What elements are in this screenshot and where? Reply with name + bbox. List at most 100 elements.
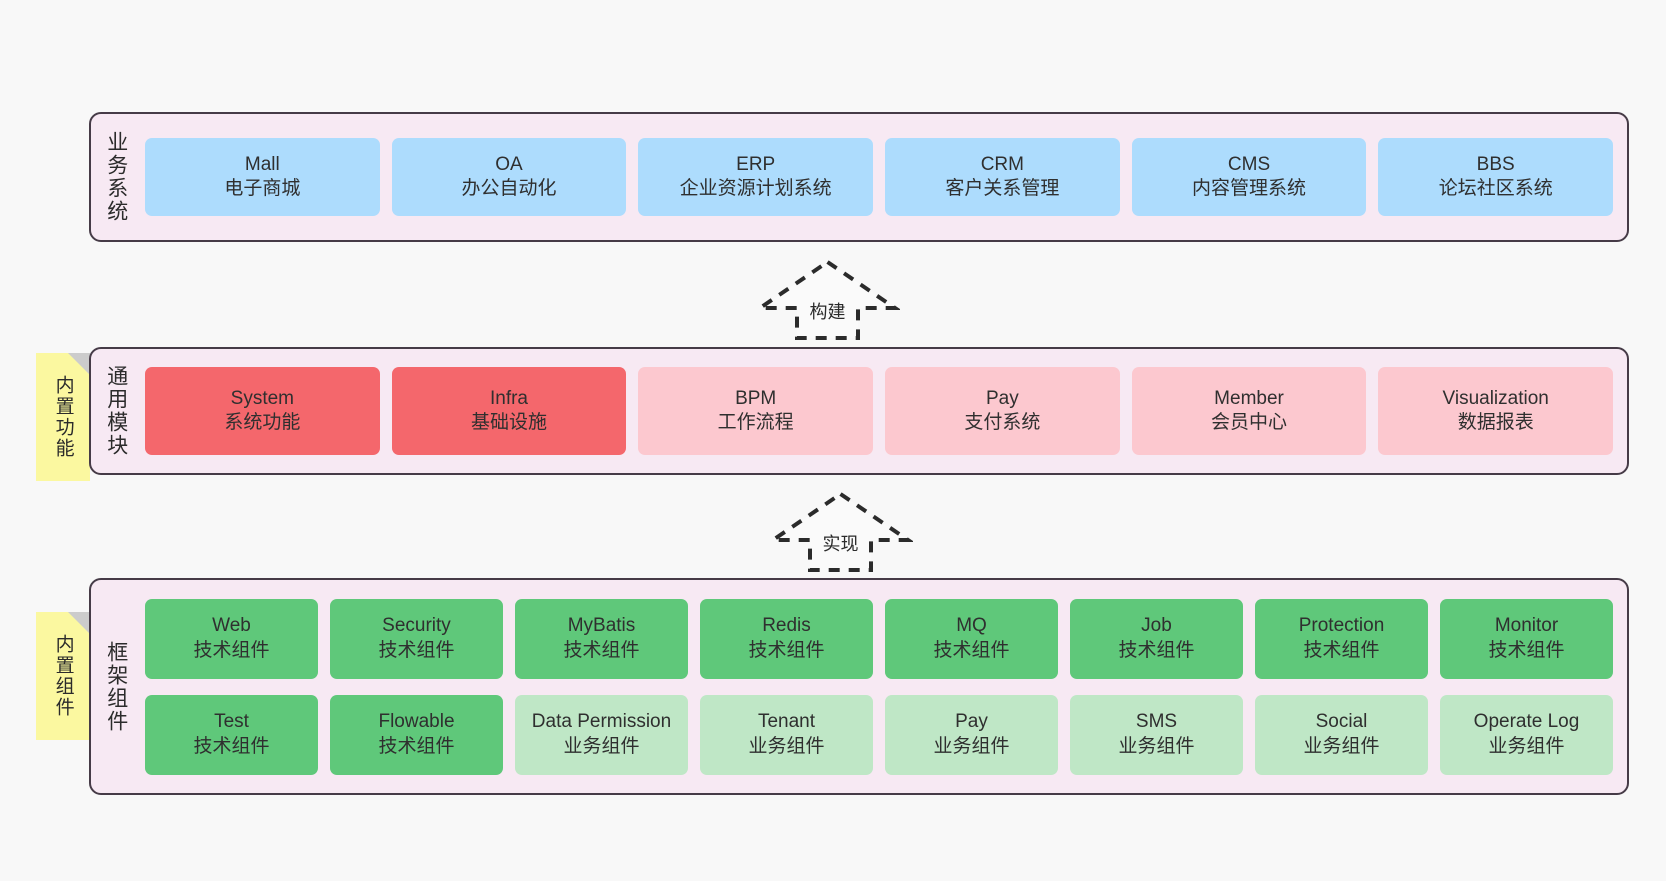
card-security[interactable]: Security 技术组件 [330, 598, 503, 679]
card-row-tech: Web 技术组件 Security 技术组件 MyBatis 技术组件 Redi… [145, 598, 1613, 679]
layer-framework-components: 框架组件 Web 技术组件 Security 技术组件 MyBatis 技术组件… [89, 578, 1629, 795]
card-tenant[interactable]: Tenant 业务组件 [700, 694, 873, 775]
card-title: BBS [1476, 153, 1515, 175]
card-subtitle: 会员中心 [1211, 412, 1288, 433]
card-title: SMS [1135, 711, 1178, 733]
sticky-fold-corner [68, 353, 90, 375]
card-subtitle: 技术组件 [193, 639, 270, 661]
card-title: Protection [1298, 615, 1385, 637]
card-subtitle: 支付系统 [964, 412, 1041, 433]
card-title: Operate Log [1473, 711, 1580, 733]
card-title: Social [1315, 711, 1368, 733]
arrow-build-icon [755, 259, 900, 340]
card-test[interactable]: Test 技术组件 [145, 694, 318, 775]
arrow-implement-icon [768, 491, 913, 572]
layer-common-modules: 通用模块 System 系统功能 Infra 基础设施 BPM 工作流程 Pay… [89, 347, 1629, 475]
layer-body-framework-components: Web 技术组件 Security 技术组件 MyBatis 技术组件 Redi… [141, 580, 1627, 793]
card-protection[interactable]: Protection 技术组件 [1255, 598, 1428, 679]
card-system[interactable]: System 系统功能 [145, 367, 380, 455]
card-subtitle: 技术组件 [193, 735, 270, 757]
card-subtitle: 技术组件 [933, 639, 1010, 661]
sticky-note-builtin-features: 内置功能 [36, 353, 90, 481]
card-title: Security [382, 615, 451, 637]
arrow-implement: 实现 [768, 490, 913, 574]
card-mybatis[interactable]: MyBatis 技术组件 [515, 598, 688, 679]
card-subtitle: 内容管理系统 [1192, 178, 1307, 199]
card-row: Mall 电子商城 OA 办公自动化 ERP 企业资源计划系统 CRM 客户关系… [145, 138, 1614, 216]
card-crm[interactable]: CRM 客户关系管理 [885, 138, 1120, 216]
card-title: System [230, 387, 295, 409]
card-social[interactable]: Social 业务组件 [1255, 694, 1428, 775]
layer-body-common-modules: System 系统功能 Infra 基础设施 BPM 工作流程 Pay 支付系统… [141, 349, 1627, 473]
card-title: Infra [489, 387, 529, 409]
card-subtitle: 客户关系管理 [945, 178, 1060, 199]
sticky-note-label: 内置功能 [52, 375, 74, 459]
card-visualization[interactable]: Visualization 数据报表 [1378, 367, 1614, 455]
card-row-business: Test 技术组件 Flowable 技术组件 Data Permission … [145, 694, 1613, 775]
card-subtitle: 技术组件 [1488, 639, 1565, 661]
card-subtitle: 业务组件 [1118, 735, 1195, 757]
card-subtitle: 电子商城 [224, 178, 301, 199]
sticky-note-label: 内置组件 [52, 634, 74, 718]
card-subtitle: 技术组件 [378, 735, 455, 757]
card-erp[interactable]: ERP 企业资源计划系统 [638, 138, 874, 216]
card-subtitle: 技术组件 [1303, 639, 1380, 661]
card-subtitle: 技术组件 [1118, 639, 1195, 661]
card-subtitle: 数据报表 [1457, 412, 1534, 433]
layer-business-systems: 业务系统 Mall 电子商城 OA 办公自动化 ERP 企业资源计划系统 CRM… [89, 112, 1629, 242]
card-data-permission[interactable]: Data Permission 业务组件 [515, 694, 688, 775]
card-title: Flowable [378, 711, 455, 733]
layer-title-framework-components: 框架组件 [104, 640, 128, 733]
card-title: Web [212, 615, 251, 637]
card-infra[interactable]: Infra 基础设施 [391, 367, 627, 455]
card-subtitle: 基础设施 [471, 412, 548, 433]
card-subtitle: 业务组件 [563, 735, 640, 757]
card-title: Tenant [757, 711, 816, 733]
card-subtitle: 业务组件 [748, 735, 825, 757]
card-title: Test [214, 711, 249, 733]
layer-title-common-modules: 通用模块 [104, 365, 128, 457]
card-bpm[interactable]: BPM 工作流程 [638, 367, 874, 455]
arrow-build: 构建 [755, 258, 900, 342]
card-operate-log[interactable]: Operate Log 业务组件 [1440, 694, 1613, 775]
card-subtitle: 业务组件 [933, 735, 1010, 757]
card-member[interactable]: Member 会员中心 [1131, 367, 1367, 455]
card-flowable[interactable]: Flowable 技术组件 [330, 694, 503, 775]
card-subtitle: 业务组件 [1303, 735, 1380, 757]
card-subtitle: 系统功能 [224, 412, 301, 433]
card-title: BPM [735, 387, 777, 409]
card-job[interactable]: Job 技术组件 [1070, 598, 1243, 679]
card-sms[interactable]: SMS 业务组件 [1070, 694, 1243, 775]
card-title: CMS [1227, 153, 1271, 175]
card-redis[interactable]: Redis 技术组件 [700, 598, 873, 679]
card-mall[interactable]: Mall 电子商城 [145, 138, 380, 216]
card-title: Monitor [1494, 615, 1559, 637]
card-subtitle: 论坛社区系统 [1438, 178, 1553, 199]
card-title: Visualization [1442, 387, 1549, 409]
card-title: Job [1141, 615, 1172, 637]
sticky-fold-corner [68, 612, 90, 634]
card-title: OA [495, 153, 523, 175]
card-web[interactable]: Web 技术组件 [145, 598, 318, 679]
card-title: Redis [762, 615, 811, 637]
card-monitor[interactable]: Monitor 技术组件 [1440, 598, 1613, 679]
card-subtitle: 技术组件 [748, 639, 825, 661]
card-subtitle: 技术组件 [378, 639, 455, 661]
card-bbs[interactable]: BBS 论坛社区系统 [1378, 138, 1614, 216]
sticky-note-builtin-components: 内置组件 [36, 612, 90, 740]
card-subtitle: 技术组件 [563, 639, 640, 661]
card-cms[interactable]: CMS 内容管理系统 [1131, 138, 1367, 216]
card-row: System 系统功能 Infra 基础设施 BPM 工作流程 Pay 支付系统… [145, 367, 1614, 455]
card-subtitle: 办公自动化 [461, 178, 557, 199]
card-title: MQ [956, 615, 987, 637]
card-pay-business[interactable]: Pay 业务组件 [885, 694, 1058, 775]
card-pay[interactable]: Pay 支付系统 [885, 367, 1120, 455]
card-oa[interactable]: OA 办公自动化 [391, 138, 627, 216]
layer-body-business-systems: Mall 电子商城 OA 办公自动化 ERP 企业资源计划系统 CRM 客户关系… [141, 114, 1627, 240]
card-mq[interactable]: MQ 技术组件 [885, 598, 1058, 679]
layer-title-business-systems: 业务系统 [104, 131, 128, 223]
card-title: MyBatis [567, 615, 636, 637]
card-title: Pay [985, 387, 1019, 409]
card-title: ERP [736, 153, 776, 175]
